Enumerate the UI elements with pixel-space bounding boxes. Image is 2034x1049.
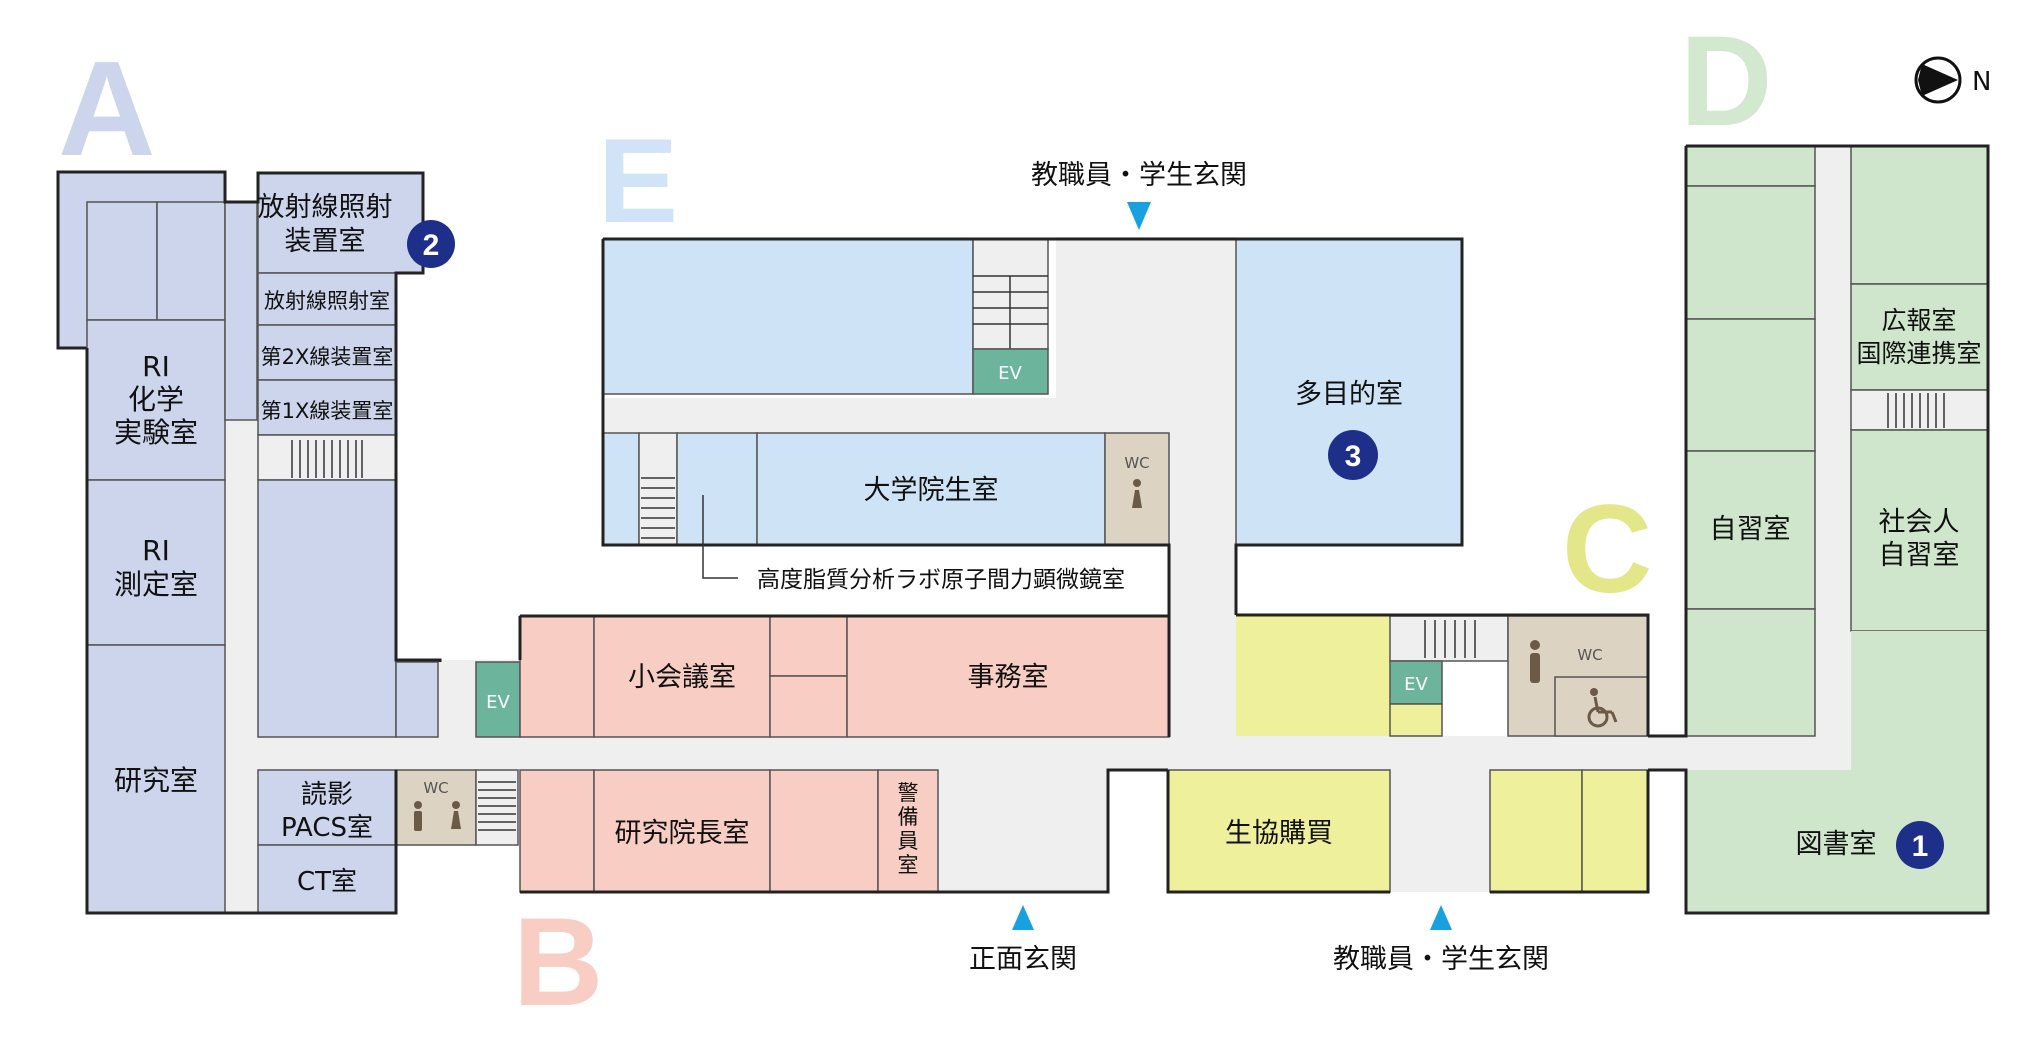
marker-3-label: 3 (1345, 440, 1362, 473)
label-ri-chem-2: 化学 (128, 383, 184, 416)
room-irradiation-device (257, 172, 424, 274)
room-ri-meas (86, 479, 226, 646)
label-pr-1: 広報室 (1881, 306, 1956, 335)
label-adult-study-1: 社会人 (1879, 507, 1960, 538)
label-ev-a: EV (486, 692, 510, 713)
label-ev-e: EV (998, 363, 1022, 384)
wing-a-outline (58, 170, 442, 915)
marker-2: 2 (407, 220, 455, 268)
wing-letter-a: A (58, 33, 156, 184)
label-lipid-lab: 高度脂質分析ラボ原子間力顕微鏡室 (757, 567, 1125, 593)
label-xray1: 第1X線装置室 (261, 399, 394, 423)
entrance-bottom-label: 教職員・学生玄関 (1333, 944, 1549, 975)
label-adult-study-2: 自習室 (1879, 540, 1960, 571)
wing-a (56, 170, 521, 914)
person-icon (414, 479, 1540, 831)
label-irradiation: 放射線照射室 (264, 289, 390, 313)
entrance-front-arrow (1012, 905, 1034, 930)
ev-a (475, 661, 521, 738)
entrance-top-arrow (1127, 202, 1151, 230)
label-ri-meas-2: 測定室 (114, 568, 198, 601)
wc-e (1104, 432, 1170, 546)
wheelchair-head (1590, 688, 1598, 696)
label-research: 研究室 (114, 764, 198, 797)
label-ev-c: EV (1404, 674, 1428, 695)
ev-c (1389, 660, 1443, 705)
label-library: 図書室 (1796, 829, 1877, 860)
label-self-study: 自習室 (1710, 514, 1791, 545)
room-guard (877, 769, 939, 893)
label-pacs-1: 読影 (301, 780, 353, 810)
corridors (225, 146, 1988, 914)
label-wc-a: WC (423, 779, 448, 797)
wing-b (519, 615, 1170, 893)
marker-1: 1 (1896, 821, 1944, 869)
room-pr (1850, 283, 1989, 391)
label-guard-4: 室 (898, 853, 919, 877)
marker-3: 3 (1328, 430, 1378, 480)
label-ct: CT室 (297, 867, 357, 897)
stairs-a (257, 434, 397, 481)
leader-line (702, 495, 738, 579)
label-ri-chem-3: 実験室 (114, 416, 198, 449)
label-multipurpose: 多目的室 (1295, 379, 1403, 410)
marker-2-label: 2 (423, 229, 440, 262)
room-ri-chem (86, 319, 226, 481)
wing-d (1685, 145, 1989, 913)
label-wc-c: WC (1577, 646, 1602, 664)
label-guard-2: 備 (898, 805, 919, 829)
wheelchair-icon (1587, 696, 1618, 728)
accessible-wc (1554, 676, 1649, 737)
label-director: 研究院長室 (615, 818, 750, 849)
room-irradiation (257, 272, 397, 326)
label-ri-chem-1: RI (142, 350, 170, 383)
room-director (593, 769, 771, 893)
label-guard-3: 員 (898, 829, 919, 853)
stairs-c (1389, 615, 1509, 662)
wing-letter-d: D (1680, 10, 1772, 153)
label-pacs-2: PACS室 (281, 813, 373, 843)
label-ri-meas-1: RI (142, 534, 170, 567)
wing-letter-c: C (1562, 480, 1652, 619)
room-office (846, 615, 1170, 738)
label-office: 事務室 (968, 662, 1049, 693)
label-wc-e: WC (1124, 454, 1149, 472)
room-small-meeting (593, 615, 771, 738)
label-pr-2: 国際連携室 (1856, 339, 1981, 368)
room-grad (756, 432, 1106, 546)
entrance-front-label: 正面玄関 (969, 944, 1077, 975)
label-xray2: 第2X線装置室 (261, 345, 394, 369)
compass-label: N (1972, 67, 1991, 97)
room-pacs (257, 769, 397, 846)
wc-a (395, 769, 477, 846)
entrance-bottom-arrow (1430, 905, 1452, 930)
label-guard-1: 警 (898, 781, 919, 805)
ev-e (972, 348, 1049, 395)
room-xray2 (257, 324, 397, 381)
wing-e (602, 238, 1463, 546)
wing-c (1167, 615, 1649, 893)
compass: N (1914, 56, 1991, 104)
label-grad: 大学院生室 (864, 475, 999, 506)
label-coop: 生協購買 (1225, 818, 1333, 849)
label-irradiation-device-1: 放射線照射 (258, 192, 393, 223)
room-self-study (1685, 450, 1816, 610)
label-small-meeting: 小会議室 (628, 662, 736, 693)
room-adult-study (1850, 429, 1989, 632)
wing-letter-e: E (598, 114, 678, 248)
label-irradiation-device-2: 装置室 (285, 226, 366, 257)
wing-letter-b: B (513, 893, 603, 1032)
marker-1-label: 1 (1912, 830, 1929, 863)
entrance-top-label: 教職員・学生玄関 (1031, 160, 1247, 191)
